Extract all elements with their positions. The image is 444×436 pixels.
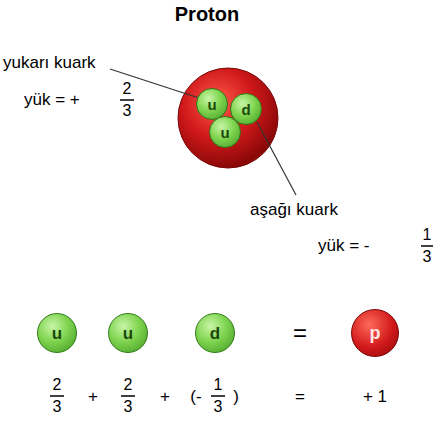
quark-circle: u [108, 313, 148, 353]
charge-result: + 1 [363, 388, 387, 405]
plus-sign: + [88, 388, 98, 405]
fraction-numerator: 2 [124, 377, 133, 393]
charge-text: yük = + [24, 91, 80, 108]
quark-circle: d [195, 313, 235, 353]
diagram-title: Proton [175, 4, 239, 24]
plus-sign: + [160, 388, 170, 405]
fraction-bar [120, 99, 134, 101]
fraction-denominator: 3 [53, 399, 62, 415]
fraction-bar [211, 395, 225, 397]
fraction-numerator: 2 [53, 377, 62, 393]
fraction-bar [50, 395, 64, 397]
particle-letter: u [123, 325, 133, 342]
parenthesis: (- [190, 388, 201, 405]
fraction-numerator: 1 [214, 377, 223, 393]
particle-letter: d [210, 325, 220, 342]
part-name: yukarı kuark [3, 54, 96, 71]
equals-sign: = [295, 388, 305, 405]
leader-line [110, 69, 199, 98]
fraction-bar [421, 245, 433, 247]
particle-letter: d [241, 102, 250, 117]
particle-letter: u [52, 325, 62, 342]
fraction-numerator: 1 [423, 227, 432, 243]
leader-line [257, 122, 296, 195]
proton-sphere [178, 68, 278, 168]
quark-circle: u [37, 313, 77, 353]
quark-circle: u [209, 116, 241, 148]
fraction-denominator: 3 [214, 399, 223, 415]
proton-circle: p [351, 309, 399, 357]
equals-sign: = [293, 321, 307, 345]
parenthesis: ) [233, 388, 239, 405]
charge-text: yük = - [318, 237, 370, 254]
particle-letter: p [370, 324, 381, 342]
fraction-denominator: 3 [423, 249, 432, 265]
part-name: aşağı kuark [250, 201, 338, 218]
fraction-numerator: 2 [123, 81, 132, 97]
particle-letter: u [220, 125, 229, 140]
fraction-denominator: 3 [124, 399, 133, 415]
fraction-denominator: 3 [123, 103, 132, 119]
fraction-bar [121, 395, 135, 397]
particle-letter: u [207, 97, 216, 112]
